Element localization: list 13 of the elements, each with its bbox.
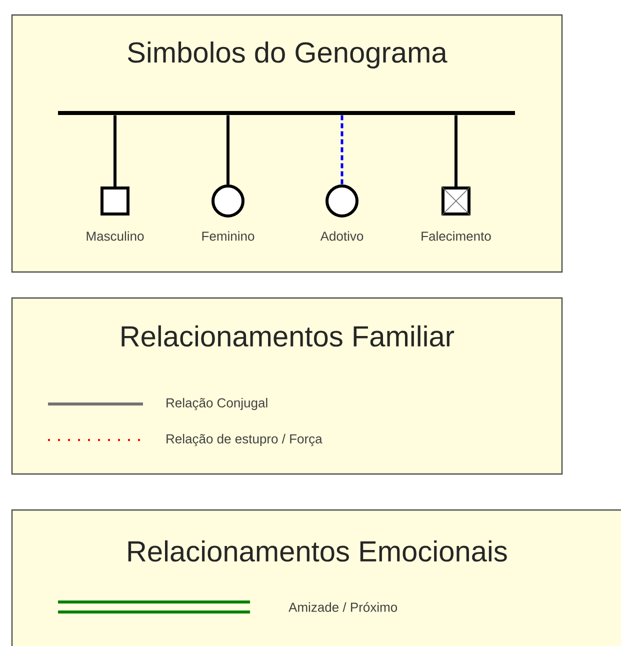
symbol-label: Feminino bbox=[202, 231, 254, 241]
descent-line bbox=[226, 115, 230, 184]
legend-label: Relação de estupro / Força bbox=[166, 434, 322, 446]
descent-line bbox=[114, 115, 116, 186]
crossed-square bbox=[441, 186, 471, 216]
legend-label: Amizade / Próximo bbox=[288, 602, 398, 612]
descent-line bbox=[340, 115, 344, 184]
symbol-label: Falecimento bbox=[422, 231, 491, 241]
symbol-label: Adotivo bbox=[320, 231, 364, 241]
symbol-label: Masculino bbox=[86, 231, 144, 241]
descent-line bbox=[454, 115, 458, 186]
legend-label: Relação Conjugal bbox=[166, 398, 268, 410]
male-square bbox=[100, 186, 130, 216]
